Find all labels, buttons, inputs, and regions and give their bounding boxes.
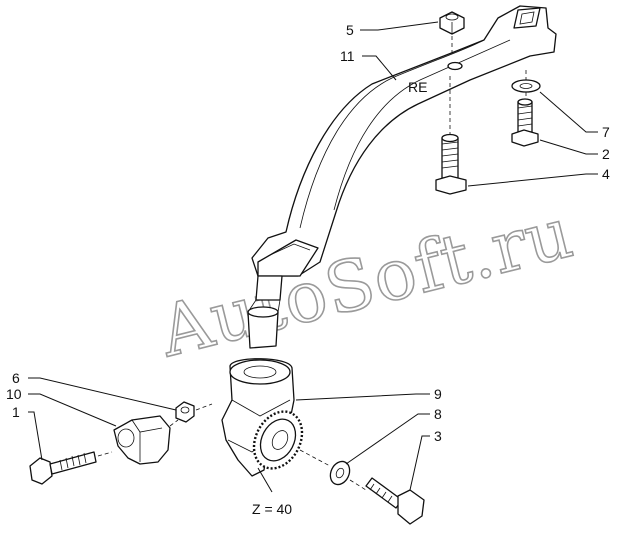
arm-marking-re: RE [408,79,427,95]
nut-part-5 [439,11,465,35]
callout-5: 5 [346,22,354,38]
callout-labels: 5 11 7 2 4 6 10 1 9 8 3 [6,22,610,444]
watermark: AutoSoft.ru [150,191,582,374]
gear-note-leader [257,467,273,493]
washer-part-7 [511,79,541,93]
callout-2: 2 [602,146,610,162]
knuckle-bracket-part-9 [221,358,295,477]
washer-part-8 [329,460,351,486]
callout-1: 1 [12,404,20,420]
pivot-pin [247,275,283,349]
clamp-part-10 [113,415,171,465]
gear-teeth-note: Z = 40 [252,501,292,517]
callout-11: 11 [340,48,355,64]
callout-9: 9 [434,386,442,402]
bolt-part-2 [511,98,539,147]
bolt-part-4 [435,133,467,195]
callout-4: 4 [602,166,610,182]
callout-7: 7 [602,124,610,140]
leader-lines [28,21,598,491]
steering-arm-part-11: RE [251,5,557,277]
bolt-part-3 [365,477,425,525]
nut-part-6 [175,401,195,423]
toothed-ring [252,410,304,470]
bolt-part-1 [29,451,97,485]
callout-10: 10 [6,386,22,402]
callout-8: 8 [434,406,442,422]
callout-3: 3 [434,428,442,444]
watermark-text: AutoSoft.ru [151,191,581,373]
assembly-lines [97,36,527,491]
callout-6: 6 [12,370,20,386]
